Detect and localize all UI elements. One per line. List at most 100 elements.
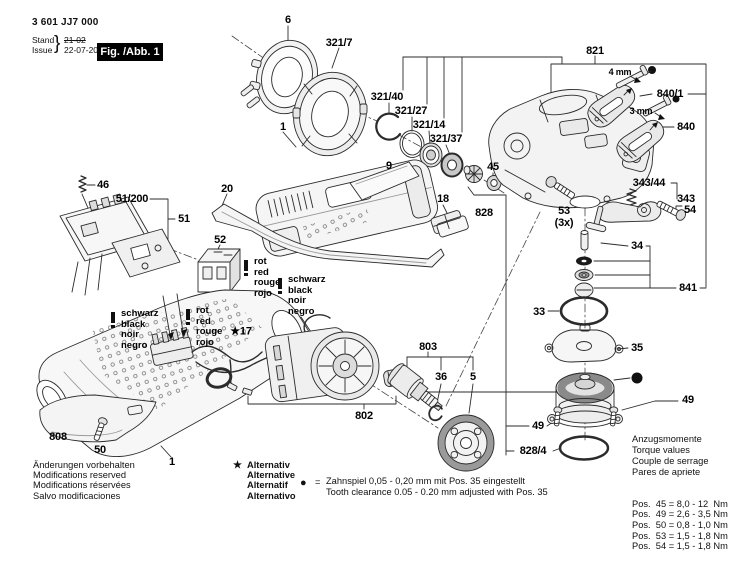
part-label-5: 5 <box>470 371 476 383</box>
bearing-unit-828 <box>547 372 623 428</box>
spindle-nut-45 <box>486 175 502 191</box>
part-label-802: 802 <box>355 410 373 422</box>
bearing-flange-321-7 <box>292 71 368 157</box>
part-label-49: 49 <box>682 394 694 406</box>
screw-53 <box>545 176 576 199</box>
gasket-35 <box>544 324 624 363</box>
part-label-321/7: 321/7 <box>325 37 353 49</box>
equals-sign: = <box>315 477 321 487</box>
part-label-841: 841 <box>679 282 697 294</box>
brace-glyph: } <box>54 33 61 54</box>
screw-54 <box>656 200 686 221</box>
issue-value: 22-07-20 <box>64 45 99 55</box>
seal-ring-321-37 <box>440 152 464 178</box>
part-label-50: 50 <box>94 444 106 456</box>
part-label-321/27: 321/27 <box>394 105 428 117</box>
part-label-3x: (3x) <box>554 217 574 229</box>
attention-bar-icon <box>186 309 190 325</box>
part-label-840/1: 840/1 <box>656 88 684 100</box>
part-label-840: 840 <box>677 121 695 133</box>
wave-washer-321-27 <box>399 130 425 158</box>
part-label-321/37: 321/37 <box>429 133 463 145</box>
part-label-1: 1 <box>280 121 286 133</box>
assembly-direction-arrows <box>162 293 187 340</box>
part-label-33: 33 <box>533 306 545 318</box>
part-label-17: ★17 <box>230 325 252 338</box>
o-ring-828-4 <box>558 435 610 461</box>
part-label-821: 821 <box>586 45 604 57</box>
part-label-6: 6 <box>285 14 291 26</box>
part-label-51/200: 51/200 <box>115 193 149 205</box>
electronics-module-51 <box>59 175 181 296</box>
washer-stack-841 <box>574 256 594 298</box>
dot-marker-icon: ● <box>300 477 307 489</box>
spindle-803 <box>387 363 495 472</box>
part-label-52: 52 <box>214 234 226 246</box>
switch-block-52 <box>197 248 241 293</box>
cover-panel-9 <box>349 161 420 201</box>
part-label-53: 53 <box>558 205 570 217</box>
part-label-51: 51 <box>178 213 190 225</box>
hex-key-3mm <box>642 94 680 131</box>
tooth-clearance-lines: Zahnspiel 0,05 - 0,20 mm mit Pos. 35 ein… <box>326 476 548 497</box>
spanner-wrench-840 <box>616 119 665 163</box>
part-label-35: 35 <box>631 342 643 354</box>
figure-label: Fig. /Abb. 1 <box>97 43 163 61</box>
screw-49-left <box>553 406 563 427</box>
part-label-828: 828 <box>475 207 493 219</box>
stand-label: Stand <box>32 35 55 45</box>
o-ring-33 <box>559 296 609 326</box>
part-label-808: 808 <box>49 431 67 443</box>
part-label-321/14: 321/14 <box>412 119 446 131</box>
cover-plate-808 <box>39 394 157 443</box>
clamp-lever-343 <box>585 201 662 233</box>
part-label-321/40: 321/40 <box>370 91 404 103</box>
hex-key-4mm <box>615 64 656 96</box>
attention-bar-icon <box>111 312 115 328</box>
part-label-45: 45 <box>487 161 499 173</box>
part-label-4mm: 4 mm <box>608 67 632 77</box>
tooth-clearance-dot <box>631 372 643 384</box>
motor-802 <box>264 327 409 403</box>
part-label-36: 36 <box>435 371 447 383</box>
stand-value: 21-02 <box>64 35 86 45</box>
circlip-321-40 <box>375 112 402 141</box>
ball-bearing-321-14 <box>419 142 443 168</box>
switch-button-18 <box>430 210 469 238</box>
part-label-9: 9 <box>386 160 392 172</box>
fan-gear-5 <box>437 414 495 472</box>
type-number: 3 601 JJ7 000 <box>32 17 99 28</box>
alternative-star-icon: ★ <box>233 460 242 471</box>
part-label-3mm: 3 mm <box>629 106 653 116</box>
pinion-gear <box>463 165 483 183</box>
part-label-803: 803 <box>419 341 437 353</box>
screw-49-right <box>609 406 619 427</box>
part-label-46: 46 <box>97 179 109 191</box>
spanner-wrench-840-1 <box>587 84 636 128</box>
part-label-49: 49 <box>532 420 544 432</box>
part-label-34: 34 <box>631 240 643 252</box>
issue-label: Issue <box>32 45 53 55</box>
attention-bar-icon <box>244 260 248 276</box>
lever-rod-20 <box>211 203 445 268</box>
exploded-view-artwork <box>36 25 707 472</box>
part-label-343: 343 <box>677 193 695 205</box>
part-label-828/4: 828/4 <box>519 445 547 457</box>
attention-bar-icon <box>278 278 282 294</box>
part-label-54: 54 <box>684 204 696 216</box>
pin-34 <box>580 230 589 251</box>
tooth-clearance-note: ● = Zahnspiel 0,05 - 0,20 mm mit Pos. 35… <box>300 476 548 498</box>
screw-50 <box>93 417 108 441</box>
part-label-20: 20 <box>221 183 233 195</box>
part-label-343/44: 343/44 <box>632 177 666 189</box>
